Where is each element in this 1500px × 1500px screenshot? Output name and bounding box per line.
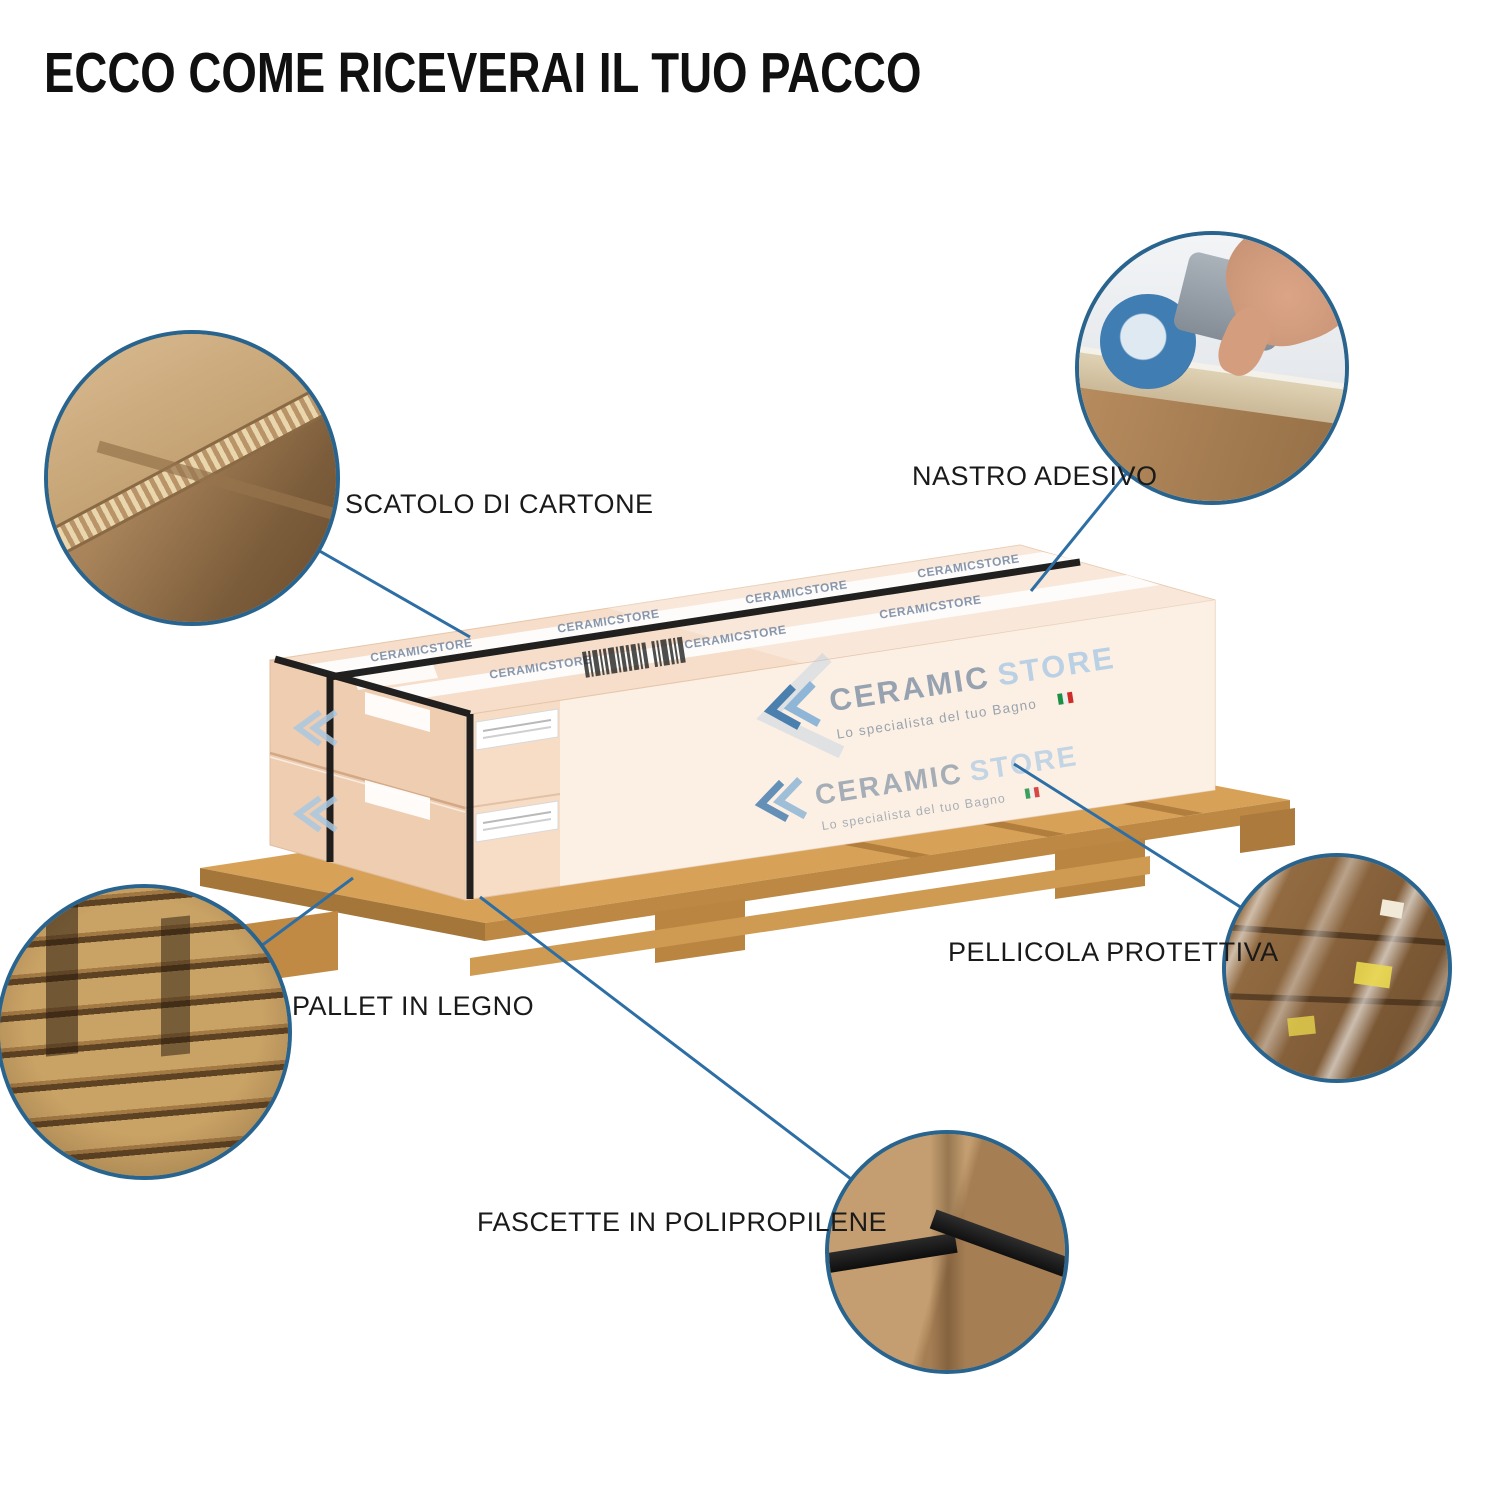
- photo-vignette: [0, 888, 288, 1176]
- ceramicstore-chevron-icon: [308, 795, 338, 833]
- callout-label-cardboard-box: SCATOLO DI CARTONE: [345, 489, 654, 519]
- end-label: [365, 692, 430, 732]
- end-label: [365, 780, 430, 820]
- pallet-bottom-board: [470, 856, 1150, 976]
- ceramicstore-chevron-icon: [754, 779, 789, 822]
- shipping-label: [475, 800, 559, 843]
- film-shine: [1226, 857, 1448, 1079]
- strap-top-girth: [274, 655, 471, 718]
- italy-flag-icon: [1057, 691, 1074, 705]
- ceramicstore-chevron-ghost-icon: [756, 652, 845, 759]
- ceramicstore-chevron-icon: [763, 684, 802, 730]
- ceramicstore-chevron-icon: [292, 795, 322, 833]
- pallet-left-skirt: [200, 868, 485, 941]
- ceramicstore-chevron-icon: [783, 681, 821, 727]
- callout-label-wooden-pallet: PALLET IN LEGNO: [292, 991, 535, 1021]
- callout-label-straps: FASCETTE IN POLIPROPILENE: [477, 1207, 888, 1237]
- page-title: ECCO COME RICEVERAI IL TUO PACCO: [44, 41, 922, 105]
- barcode: [582, 636, 686, 678]
- shipping-labels: [475, 708, 559, 843]
- ceramicstore-chevron-icon: [772, 777, 808, 820]
- pallet-block: [1240, 808, 1295, 853]
- brand-chevrons-left-face: [292, 709, 338, 833]
- callout-photo-adhesive-tape: [1075, 231, 1349, 505]
- callout-label-protective-film: PELLICOLA PROTETTIVA: [948, 937, 1279, 967]
- tape-strip: [377, 575, 1160, 700]
- packing-tape-strips: CERAMICSTORE CERAMICSTORE CERAMICSTORE C…: [293, 551, 1160, 820]
- box-stack-seam: [269, 751, 466, 810]
- callout-photo-protective-film: [1222, 853, 1452, 1083]
- yellow-label: [1353, 961, 1392, 989]
- strap-top-lengthwise: [329, 558, 1081, 681]
- protective-film-front: [560, 600, 1215, 886]
- shipping-label: [475, 708, 559, 751]
- yellow-label: [1287, 1015, 1316, 1036]
- callout-photo-cardboard-box: [44, 330, 340, 626]
- tape-strip: [293, 552, 1075, 675]
- ceramicstore-chevron-icon: [308, 709, 338, 747]
- callout-label-adhesive-tape: NASTRO ADESIVO: [912, 461, 1158, 491]
- pallet-front-skirt: [485, 800, 1290, 941]
- callout-photo-strap: [825, 1130, 1069, 1374]
- ceramicstore-chevron-icon: [292, 709, 322, 747]
- strap-bands: [274, 558, 1081, 899]
- italy-flag-icon: [1024, 786, 1040, 799]
- box-stack-seam-front: [464, 793, 561, 809]
- callout-photo-wooden-pallet: [0, 884, 292, 1180]
